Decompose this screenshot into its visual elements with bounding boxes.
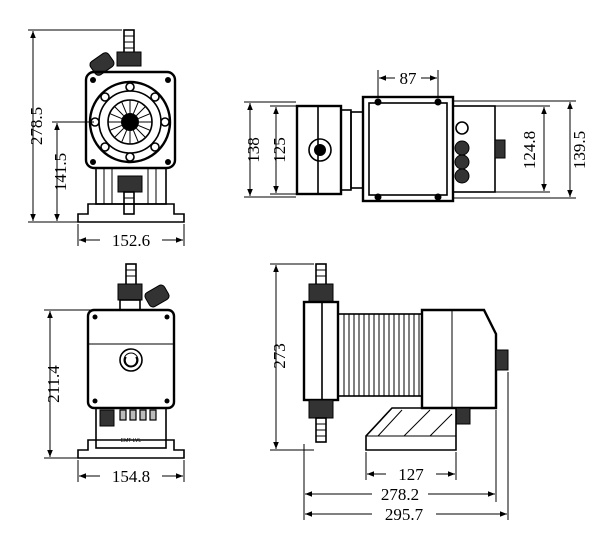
dim-front-height-center: 141.5 [51, 153, 70, 191]
dim-side-mid-length: 278.2 [381, 485, 419, 504]
dim-top-left-outer: 138 [244, 137, 263, 163]
dim-top-left-inner: 125 [270, 137, 289, 163]
dim-side-base-length: 127 [398, 465, 424, 484]
front-dimensions: 278.5 141.5 152.6 [27, 29, 185, 250]
front-view [77, 29, 185, 223]
dim-top-right-outer: 139.5 [570, 131, 589, 169]
side-view [302, 263, 509, 451]
dim-top-right-inner: 124.8 [520, 131, 539, 169]
top-dimensions: 87 138 125 124.8 139.5 [244, 69, 589, 199]
rear-dimensions: 211.4 154.8 [44, 309, 185, 486]
side-dimensions: 273 127 278.2 295.7 [270, 263, 509, 524]
rear-view: EMT LVL [77, 263, 185, 459]
dim-top-body-width: 87 [400, 69, 418, 88]
top-view [295, 95, 506, 203]
dim-front-base-width: 152.6 [112, 231, 150, 250]
dim-side-height-total: 273 [270, 343, 289, 369]
dim-rear-base-width: 154.8 [112, 467, 150, 486]
dim-rear-body-height: 211.4 [44, 365, 63, 403]
rear-plate-text: EMT LVL [121, 438, 142, 444]
dim-side-total-length: 295.7 [385, 505, 424, 524]
dim-front-height-total: 278.5 [27, 107, 46, 145]
